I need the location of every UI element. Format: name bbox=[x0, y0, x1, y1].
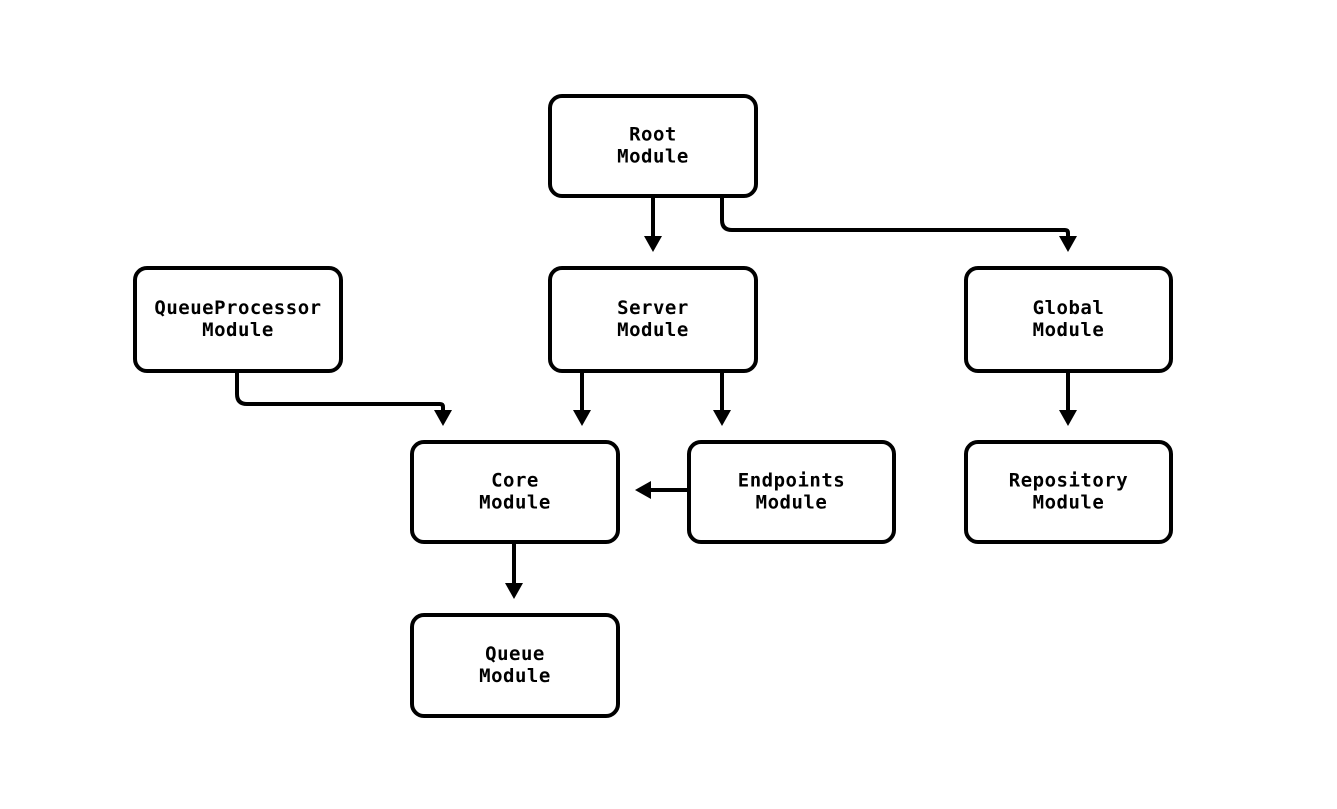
node-label-core-line2: Module bbox=[479, 492, 551, 514]
arrowhead-root-to-global bbox=[1059, 236, 1077, 252]
node-label-endpoints-line1: Endpoints bbox=[738, 470, 845, 492]
arrowhead-server-to-endpoints bbox=[713, 410, 731, 426]
node-label-repository-line2: Module bbox=[1033, 492, 1105, 514]
edge-global-to-repository bbox=[1059, 373, 1077, 426]
arrowhead-endpoints-to-core bbox=[635, 481, 651, 499]
node-label-queue-line1: Queue bbox=[485, 643, 545, 665]
node-label-queueprocessor-line1: QueueProcessor bbox=[154, 297, 321, 319]
node-label-server-line2: Module bbox=[617, 319, 689, 341]
node-box-queue[interactable] bbox=[410, 613, 620, 718]
node-label-repository-line1: Repository bbox=[1009, 470, 1128, 492]
node-box-root[interactable] bbox=[548, 94, 758, 198]
node-label-queueprocessor-line2: Module bbox=[202, 319, 274, 341]
arrowhead-root-to-server bbox=[644, 236, 662, 252]
node-label-root-line1: Root bbox=[629, 124, 677, 146]
node-box-queueprocessor[interactable] bbox=[133, 266, 343, 373]
node-box-global[interactable] bbox=[964, 266, 1173, 373]
edge-server-to-core bbox=[573, 373, 591, 426]
edge-core-to-queue bbox=[505, 544, 523, 599]
edge-root-to-server bbox=[644, 198, 662, 252]
edges-layer bbox=[235, 198, 1077, 599]
node-box-server[interactable] bbox=[548, 266, 758, 373]
node-label-global-line1: Global bbox=[1033, 297, 1105, 319]
node-label-root-line2: Module bbox=[617, 146, 689, 168]
nodes-layer: RootModuleQueueProcessorModuleServerModu… bbox=[133, 94, 1173, 718]
node-box-core[interactable] bbox=[410, 440, 620, 544]
arrowhead-queueprocessor-to-core bbox=[434, 410, 452, 426]
edge-root-to-global bbox=[720, 198, 1077, 252]
node-label-global-line2: Module bbox=[1033, 319, 1105, 341]
edge-queueprocessor-to-core bbox=[235, 373, 452, 426]
arrowhead-server-to-core bbox=[573, 410, 591, 426]
edge-server-to-endpoints bbox=[713, 373, 731, 426]
node-box-endpoints[interactable] bbox=[687, 440, 896, 544]
arrowhead-core-to-queue bbox=[505, 583, 523, 599]
arrowhead-global-to-repository bbox=[1059, 410, 1077, 426]
node-label-endpoints-line2: Module bbox=[756, 492, 828, 514]
node-label-queue-line2: Module bbox=[479, 665, 551, 687]
node-label-core-line1: Core bbox=[491, 470, 539, 492]
node-label-server-line1: Server bbox=[617, 297, 689, 319]
edge-endpoints-to-core bbox=[635, 481, 687, 499]
node-box-repository[interactable] bbox=[964, 440, 1173, 544]
